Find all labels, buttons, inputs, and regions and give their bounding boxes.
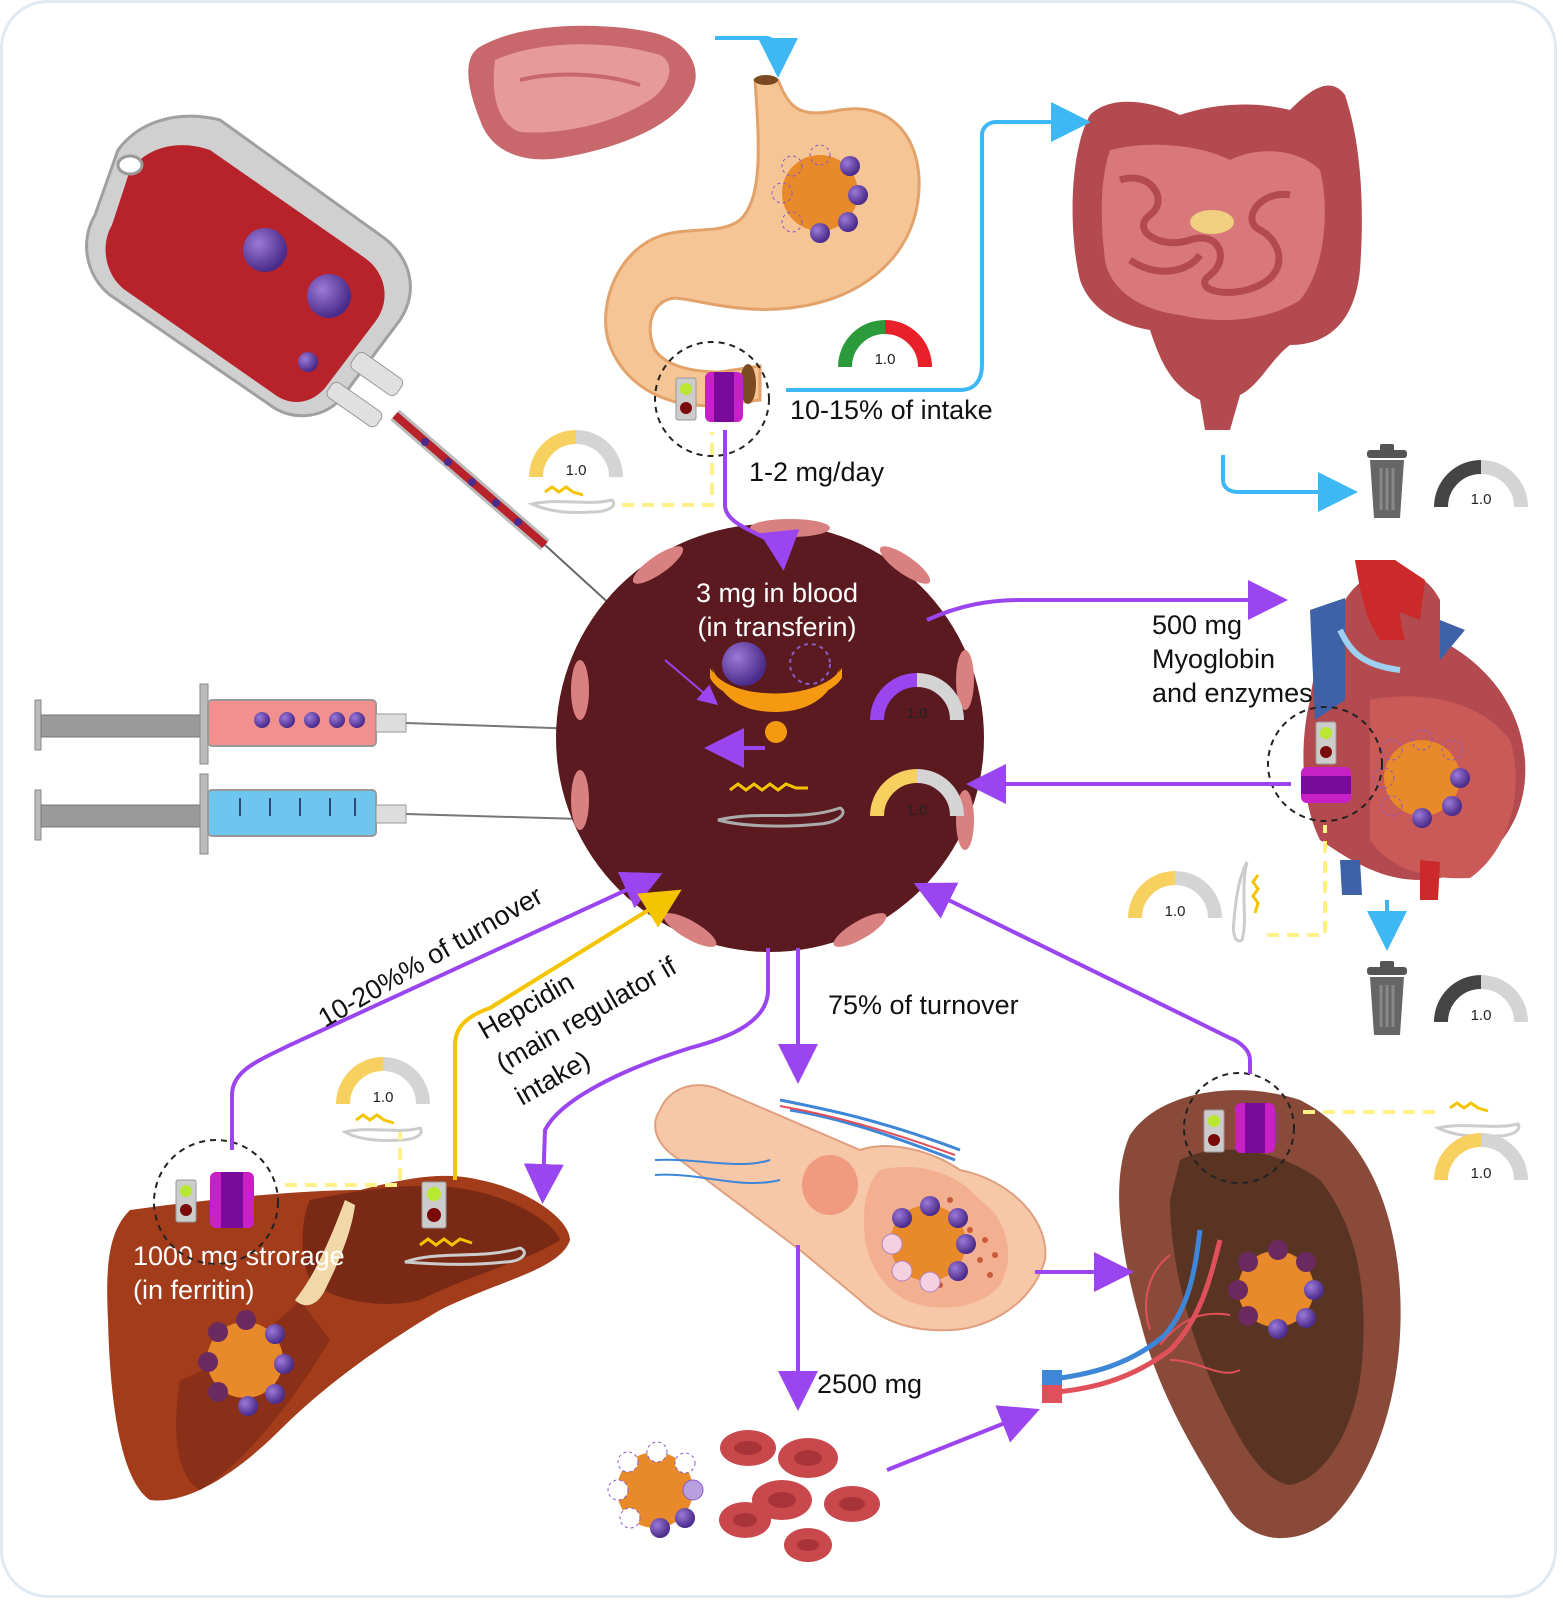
- storage-ferritin-label: (in ferritin): [133, 1275, 255, 1305]
- blood-vessel-icon: [556, 519, 984, 952]
- stomach-ferritin-icon: [771, 144, 868, 243]
- liver-ferroportin-icon: [153, 1139, 279, 1265]
- waste-heart-gauge: 1.0: [1434, 975, 1528, 1024]
- hepcidin-blood-gauge-value: 1.0: [907, 802, 928, 819]
- blue-syringe-icon: [34, 773, 616, 855]
- intestine-icon: [1072, 85, 1362, 431]
- red-blood-cells-icon: [719, 1430, 880, 1562]
- heart-amount-label: 500 mg: [1152, 610, 1242, 640]
- gut-ferroportin-icon: [654, 341, 770, 457]
- gut-gauge-value: 1.0: [875, 351, 896, 368]
- intake-percentage-label: 10-15% of intake: [790, 395, 993, 425]
- hepcidin-liver-gauge: 1.0: [336, 1057, 430, 1106]
- hepcidin-gut-gauge: 1.0: [529, 430, 623, 479]
- rbc-ferritin-icon: [607, 1441, 704, 1538]
- trash-icon: [1367, 444, 1407, 518]
- hepcidin-molecule-icon: [1232, 861, 1260, 943]
- spleen-ferroportin-icon: [1183, 1072, 1295, 1184]
- liver-ferritin-icon: [198, 1310, 294, 1416]
- rbc-amount-label: 2500 mg: [817, 1369, 922, 1399]
- liver-hepcidin-icon: [404, 1237, 526, 1266]
- hepcidin-spleen-gauge: 1.0: [1434, 1133, 1528, 1182]
- marrow-turnover-label: 75% of turnover: [828, 990, 1019, 1020]
- hepcidin-signal-paths: [285, 432, 1435, 1187]
- trash-icon: [1367, 961, 1407, 1035]
- hepcidin-molecule-icon: [527, 485, 616, 514]
- gut-gauge: 1.0: [838, 320, 932, 368]
- waste-intestine-gauge: 1.0: [1434, 460, 1528, 508]
- heart-ferroportin-icon: [1267, 706, 1383, 822]
- heart-ferritin-icon: [1373, 729, 1470, 828]
- iron-flow-arrows: [230, 430, 1291, 1472]
- hepcidin-spleen-gauge-value: 1.0: [1471, 1165, 1492, 1182]
- heart-enzymes-label: and enzymes: [1152, 678, 1313, 708]
- storage-amount-label: 1000 mg strorage: [133, 1241, 345, 1271]
- bone-ferritin-icon: [881, 1196, 976, 1293]
- hepcidin-heart-gauge-value: 1.0: [1165, 903, 1186, 920]
- liver-icon: [107, 1175, 570, 1501]
- hepcidin-molecule-icon: [1433, 1101, 1521, 1138]
- transferrin-gauge: 1.0: [870, 673, 964, 722]
- blood-bag-icon: [85, 114, 660, 653]
- excretion-arrows: [715, 36, 1407, 951]
- hepcidin-regulation-arrow: [453, 889, 682, 1180]
- waste-heart-gauge-value: 1.0: [1471, 1007, 1492, 1024]
- meat-icon: [468, 25, 696, 160]
- hepcidin-heart-gauge: 1.0: [1128, 871, 1222, 920]
- hepcidin-gut-gauge-value: 1.0: [566, 462, 587, 479]
- hepcidin-liver-gauge-value: 1.0: [373, 1089, 394, 1106]
- liver-hepcidin-sensor-icon: [421, 1181, 447, 1229]
- waste-intestine-gauge-value: 1.0: [1471, 491, 1492, 508]
- blood-transferrin-label: (in transferin): [697, 612, 856, 642]
- hepcidin-blood-gauge: 1.0: [870, 769, 964, 819]
- transferrin-gauge-value: 1.0: [907, 705, 928, 722]
- spleen-ferritin-icon: [1228, 1240, 1324, 1339]
- absorption-rate-label: 1-2 mg/day: [749, 457, 885, 487]
- heart-myoglobin-label: Myoglobin: [1152, 644, 1275, 674]
- red-syringe-icon: [34, 683, 611, 765]
- blood-amount-label: 3 mg in blood: [696, 578, 858, 608]
- hepcidin-molecule-icon: [341, 1113, 423, 1142]
